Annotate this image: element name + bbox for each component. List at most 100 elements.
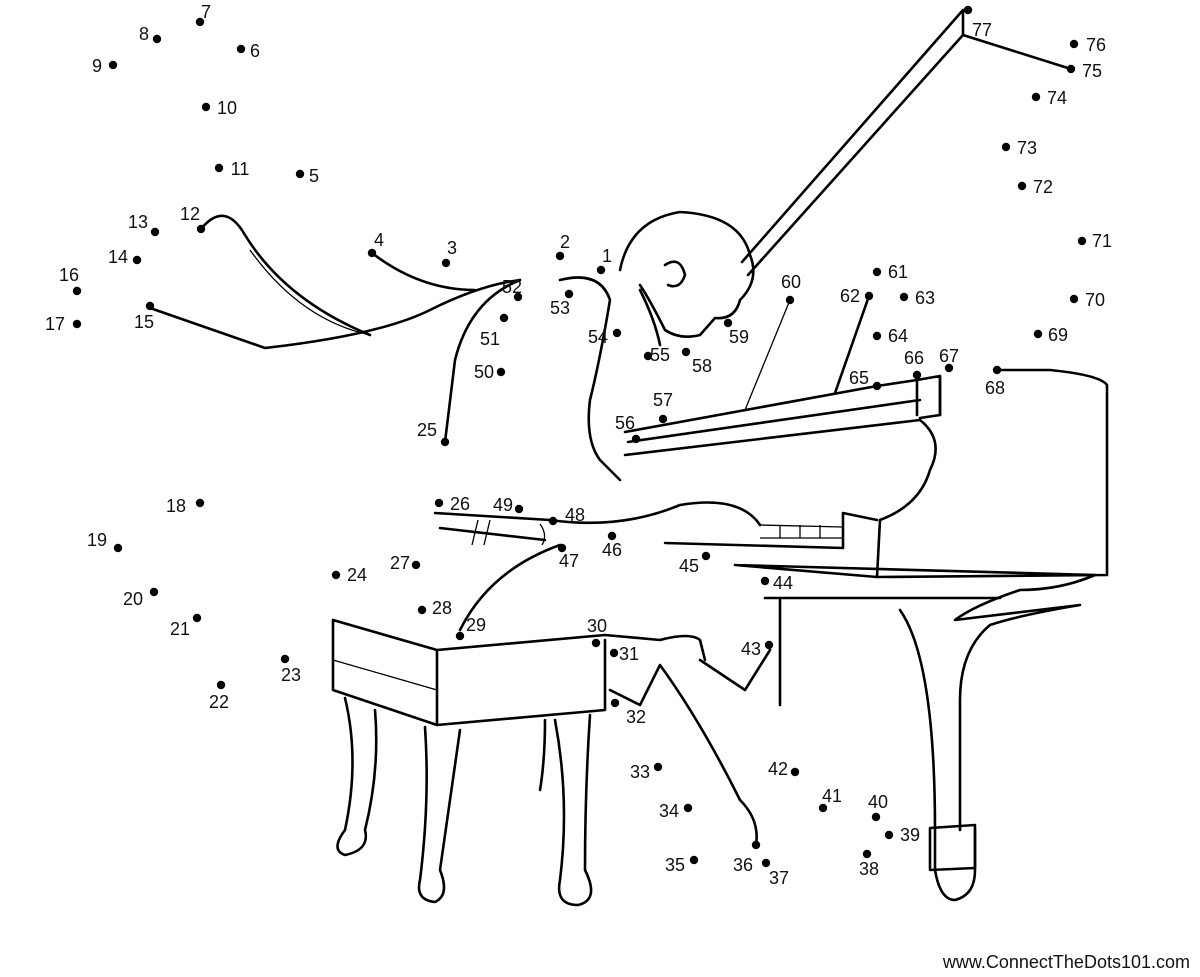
dot-marker (871, 812, 881, 822)
dot-55: 55 (643, 345, 670, 365)
dot-40: 40 (868, 792, 888, 822)
dot-marker (862, 849, 872, 859)
dot-number: 45 (679, 556, 699, 576)
dot-number: 41 (822, 786, 842, 806)
dot-marker (764, 640, 774, 650)
dot-number: 65 (849, 368, 869, 388)
dot-number: 62 (840, 286, 860, 306)
dot-number: 68 (985, 378, 1005, 398)
dot-76: 76 (1069, 35, 1106, 55)
dot-70: 70 (1069, 290, 1105, 310)
dot-53: 53 (550, 289, 574, 318)
dot-marker (557, 543, 567, 553)
dot-5: 5 (295, 166, 319, 186)
dot-number: 19 (87, 530, 107, 550)
dot-number: 72 (1033, 177, 1053, 197)
dot-22: 22 (209, 680, 229, 712)
dot-marker (441, 258, 451, 268)
dot-number: 26 (450, 494, 470, 514)
dot-number: 77 (972, 20, 992, 40)
dot-marker (658, 414, 668, 424)
dot-marker (1069, 39, 1079, 49)
dot-number: 10 (217, 98, 237, 118)
dot-marker (280, 654, 290, 664)
dot-number: 43 (741, 639, 761, 659)
dot-number: 20 (123, 589, 143, 609)
dot-number: 7 (201, 2, 211, 22)
dot-39: 39 (884, 825, 920, 845)
site-watermark: www.ConnectTheDots101.com (942, 952, 1190, 972)
dot-marker (455, 631, 465, 641)
dot-69: 69 (1033, 325, 1068, 345)
dot-24: 24 (331, 565, 367, 585)
dot-marker (872, 331, 882, 341)
dot-41: 41 (818, 786, 842, 813)
dot-number: 15 (134, 312, 154, 332)
dot-number: 29 (466, 615, 486, 635)
dot-18: 18 (166, 496, 205, 516)
dot-marker (150, 227, 160, 237)
dot-marker (113, 543, 123, 553)
dot-number: 59 (729, 327, 749, 347)
dot-31: 31 (609, 644, 639, 664)
dot-25: 25 (417, 420, 450, 447)
dot-44: 44 (760, 573, 793, 593)
dot-marker (417, 605, 427, 615)
dot-number: 24 (347, 565, 367, 585)
dot-number: 47 (559, 551, 579, 571)
dot-marker (643, 351, 653, 361)
dot-48: 48 (548, 505, 585, 526)
dot-marker (607, 531, 617, 541)
dot-number: 40 (868, 792, 888, 812)
dot-47: 47 (557, 543, 579, 571)
dot-number: 13 (128, 212, 148, 232)
dot-marker (196, 224, 206, 234)
dot-72: 72 (1017, 177, 1053, 197)
dot-20: 20 (123, 587, 159, 609)
dot-marker (992, 365, 1002, 375)
dot-number: 32 (626, 707, 646, 727)
dot-number: 38 (859, 859, 879, 879)
dot-number: 64 (888, 326, 908, 346)
dot-number: 61 (888, 262, 908, 282)
dot-number: 56 (615, 413, 635, 433)
dot-marker (214, 163, 224, 173)
dot-number: 51 (480, 329, 500, 349)
dot-number: 35 (665, 855, 685, 875)
dot-number: 53 (550, 298, 570, 318)
dot-43: 43 (741, 639, 774, 659)
dot-number: 37 (769, 868, 789, 888)
dot-number: 44 (773, 573, 793, 593)
dot-marker (513, 292, 523, 302)
dot-number: 42 (768, 759, 788, 779)
dot-marker (653, 762, 663, 772)
dot-marker (760, 576, 770, 586)
dot-marker (72, 319, 82, 329)
dot-52: 52 (502, 277, 523, 302)
dot-60: 60 (781, 272, 801, 305)
dot-marker (496, 367, 506, 377)
dot-number: 55 (650, 345, 670, 365)
dot-9: 9 (92, 56, 118, 76)
dot-number: 46 (602, 540, 622, 560)
dot-number: 33 (630, 762, 650, 782)
dot-marker (72, 286, 82, 296)
dot-66: 66 (904, 348, 924, 380)
dot-11: 11 (214, 159, 249, 179)
dot-56: 56 (615, 413, 641, 444)
dot-marker (331, 570, 341, 580)
dot-marker (108, 60, 118, 70)
dot-number: 54 (588, 327, 608, 347)
dot-marker (751, 840, 761, 850)
dot-number: 36 (733, 855, 753, 875)
dot-4: 4 (367, 230, 384, 258)
dot-13: 13 (128, 212, 160, 237)
dot-33: 33 (630, 762, 663, 782)
dot-1: 1 (596, 246, 612, 275)
dot-marker (864, 291, 874, 301)
dot-marker (132, 255, 142, 265)
dot-marker (195, 17, 205, 27)
dot-marker (723, 318, 733, 328)
dot-marker (295, 169, 305, 179)
